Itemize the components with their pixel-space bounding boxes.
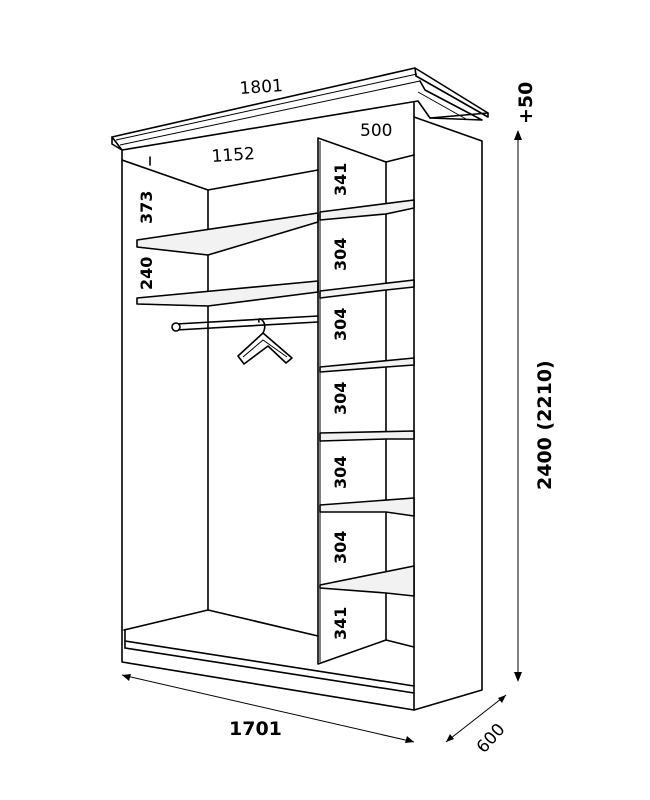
left-shelf-gap-label: 240 xyxy=(137,257,156,290)
left-shelf-top xyxy=(136,212,319,256)
hanging-rod xyxy=(171,315,319,332)
depth-label: 600 xyxy=(473,720,510,758)
inner-top-width-label: 1152 xyxy=(211,144,256,167)
left-compartment xyxy=(121,159,415,694)
right-shelves xyxy=(319,199,415,597)
right-gap-label-2: 304 xyxy=(331,238,350,271)
left-shelf-lower xyxy=(136,280,319,307)
right-depth-label: 500 xyxy=(360,121,392,141)
hanger-icon xyxy=(237,318,293,365)
right-section xyxy=(385,154,415,648)
cornice-width-label: 1801 xyxy=(239,76,284,99)
carcass xyxy=(121,102,483,711)
dimension-line-height xyxy=(514,130,522,682)
right-gap-label-6: 304 xyxy=(331,531,350,564)
total-width-label: 1701 xyxy=(229,718,282,740)
dimension-line-depth xyxy=(445,694,507,743)
dimension-line-width xyxy=(121,674,415,743)
right-gap-label-4: 304 xyxy=(331,382,350,415)
total-height-label: 2400 (2210) xyxy=(534,360,556,490)
right-gap-label-1: 341 xyxy=(331,163,350,196)
left-top-gap-label: 373 xyxy=(137,191,156,224)
right-gap-label-3: 304 xyxy=(331,308,350,341)
right-gap-label-5: 304 xyxy=(331,456,350,489)
cornice xyxy=(111,67,489,151)
cornice-height-label: +50 xyxy=(515,82,537,124)
right-gap-label-7: 341 xyxy=(331,607,350,640)
